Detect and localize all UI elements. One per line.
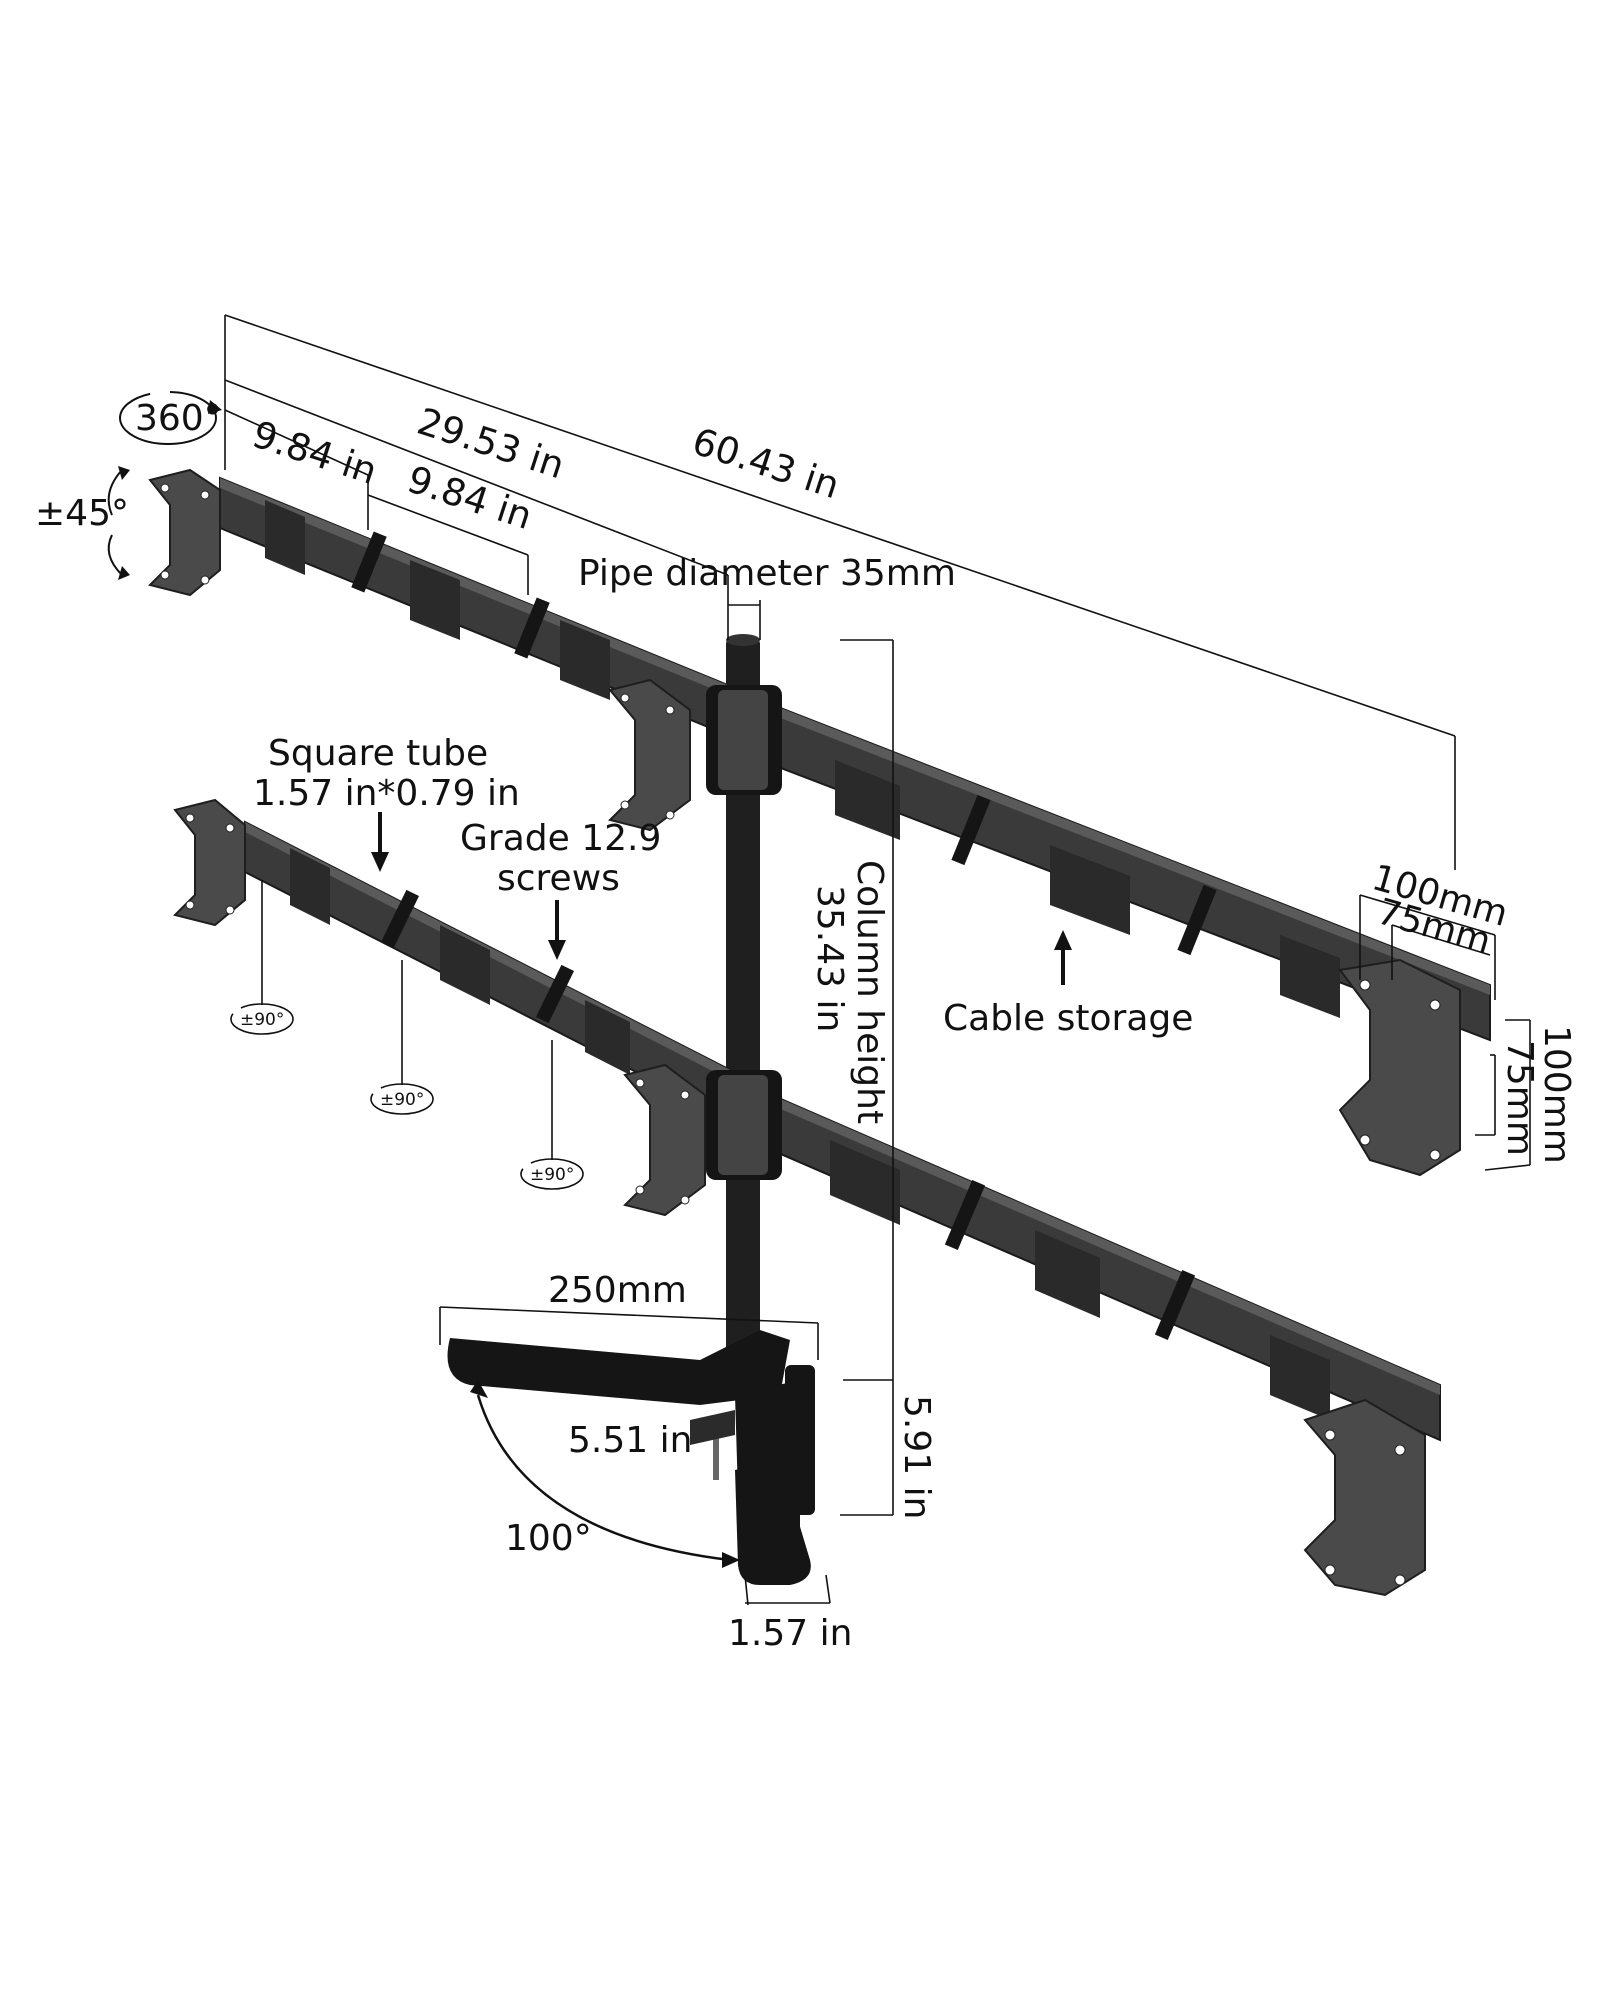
swivel-icon-1 [230, 1003, 294, 1035]
tilt-45-label: ±45° [35, 493, 129, 534]
square-tube-label-line2: 1.57 in*0.79 in [253, 773, 520, 814]
vesa-plate-top-left [148, 468, 221, 597]
dimension-lines [224, 314, 1531, 1606]
tilt-45-icon [107, 466, 130, 580]
vesa-plate-bottom-left [173, 798, 246, 927]
swivel-label-2: ±90° [380, 1090, 424, 1110]
column-height-label-line2: 35.43 in [809, 885, 850, 1032]
clamp-591-label: 5.91 in [896, 1395, 937, 1519]
vesa-plate-top-center [608, 678, 691, 832]
rotate-360-icon [119, 391, 222, 445]
upper-collar [706, 685, 782, 795]
vesa-75-vertical-label: 75mm [1499, 1040, 1540, 1156]
screws-label-line2: screws [497, 858, 620, 899]
rotate-360-label: 360° [135, 398, 222, 439]
upper-right-arm [759, 698, 1491, 1042]
base-250-label: 250mm [548, 1270, 687, 1311]
vesa-plate-bottom-right [1303, 1398, 1426, 1597]
seg1-dimension-label: 9.84 in [247, 413, 382, 493]
angle-100-label: 100° [505, 1518, 592, 1559]
pipe-diameter-label: Pipe diameter 35mm [578, 553, 956, 594]
swivel-icon-3 [520, 1158, 584, 1190]
lower-right-arm [759, 1088, 1441, 1442]
screws-label-line1: Grade 12.9 [460, 818, 661, 859]
vesa-plate-top-right [1338, 958, 1461, 1177]
vesa-100-vertical-label: 100mm [1536, 1025, 1577, 1164]
square-tube-label-line1: Square tube [268, 733, 488, 774]
swivel-label-3: ±90° [530, 1165, 574, 1185]
cable-storage-label: Cable storage [943, 998, 1193, 1039]
clamp-157-label: 1.57 in [728, 1613, 852, 1654]
swivel-label-1: ±90° [240, 1010, 284, 1030]
total-width-dimension-label: 60.43 in [687, 420, 844, 508]
vesa-plate-bottom-center [623, 1063, 706, 1217]
lower-collar [706, 1070, 782, 1180]
swivel-icon-2 [370, 1083, 434, 1115]
column-height-label-line1: Column height [849, 860, 890, 1124]
callout-arrows [371, 812, 1072, 1568]
clamp-551-label: 5.51 in [568, 1420, 692, 1461]
desk-base [447, 1330, 815, 1585]
